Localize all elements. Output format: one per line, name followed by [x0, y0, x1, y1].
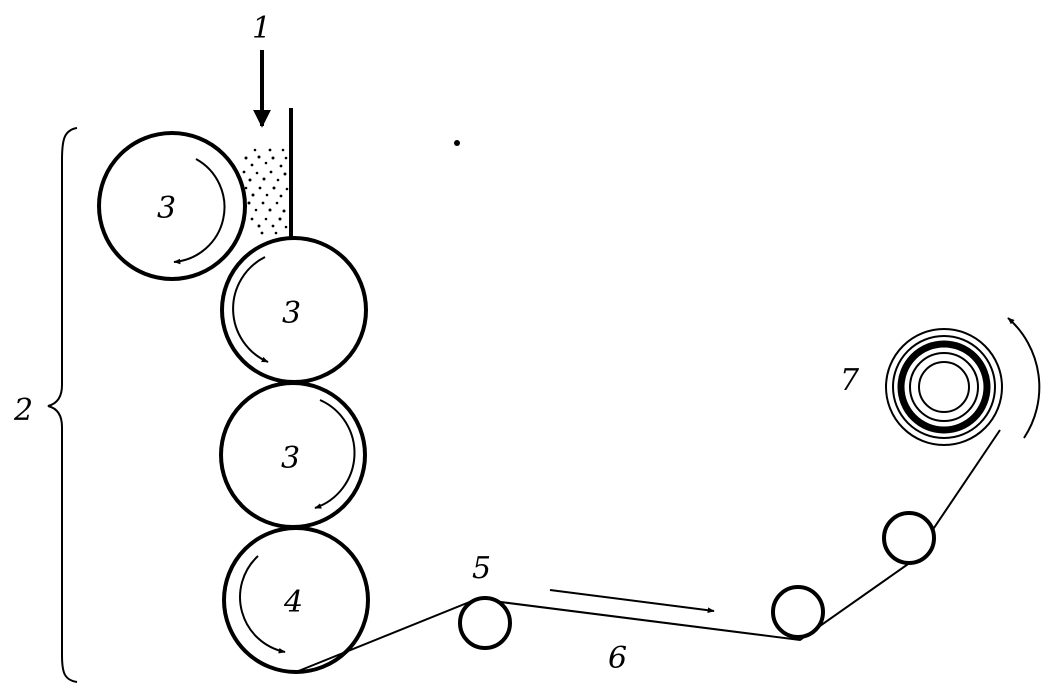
label-roll-3: 3 [281, 441, 300, 476]
label-roll-2: 3 [282, 296, 301, 331]
tension-roller-1 [771, 585, 825, 639]
film-direction-arrow [549, 589, 715, 613]
label-stack: 2 [13, 393, 33, 428]
label-feed: 1 [252, 11, 271, 46]
rotation-arrow-roll-4 [239, 555, 286, 654]
rotation-arrow-roll-3 [314, 399, 356, 509]
label-roll-1: 3 [157, 191, 176, 226]
label-cooling-roll: 4 [283, 585, 303, 620]
material-stipple [242, 148, 289, 235]
film-path [295, 429, 1001, 673]
guide-roller-5 [458, 596, 512, 650]
label-guide-roller: 5 [472, 551, 491, 586]
stray-dot [454, 140, 460, 146]
winding-reel [885, 317, 1041, 446]
tension-roller-2 [882, 511, 936, 565]
rotation-arrow-roll-2 [232, 256, 269, 363]
label-winding-reel: 7 [840, 363, 860, 398]
stack-bracket [47, 127, 78, 683]
calender-roll-1 [97, 131, 247, 281]
label-film: 6 [608, 641, 627, 676]
rotation-arrow-roll-1 [173, 158, 226, 265]
reel-rotation-arrow [1007, 317, 1041, 439]
